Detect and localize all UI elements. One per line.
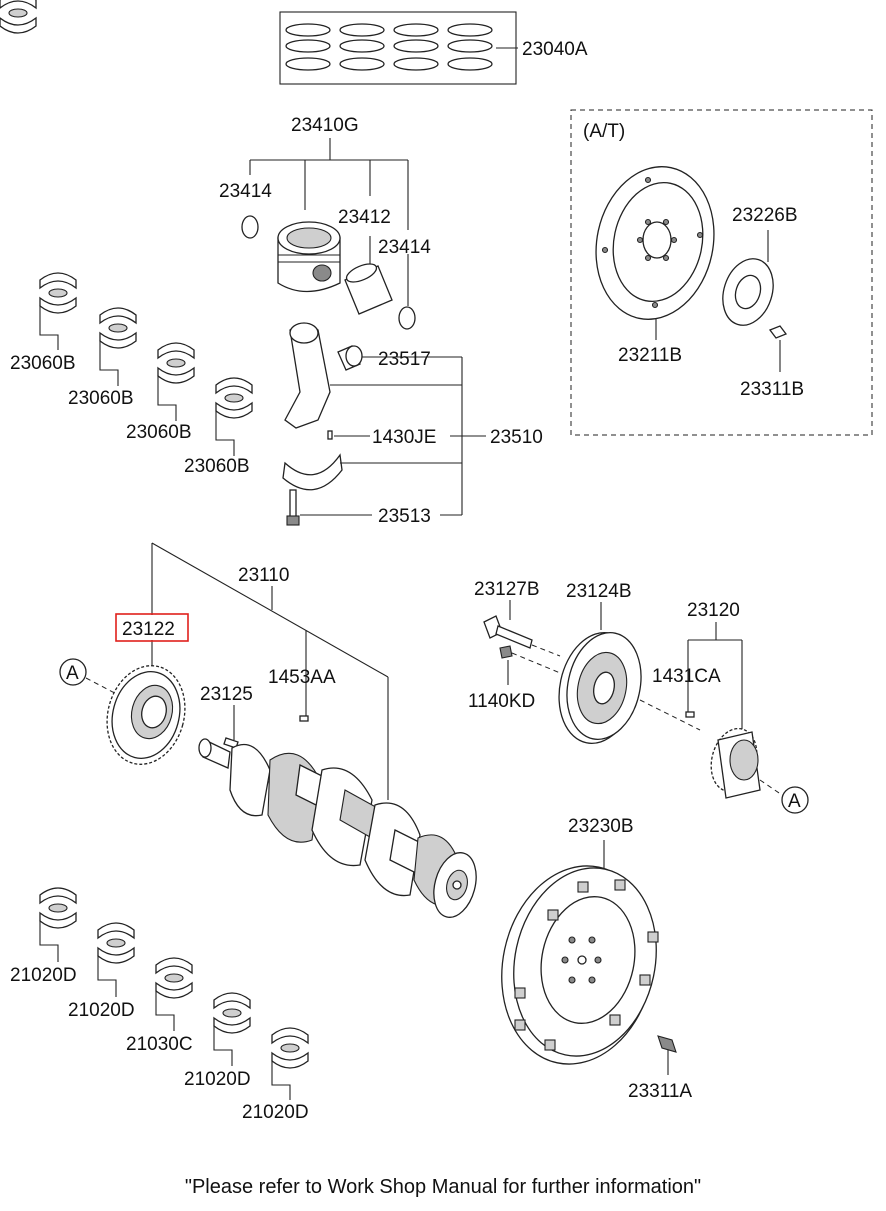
bearing-callouts-upper xyxy=(39,305,235,456)
label-23311B: 23311B xyxy=(740,379,804,400)
label-23127B: 23127B xyxy=(474,579,540,600)
at-flexplate-box xyxy=(570,109,873,436)
label-at: (A/T) xyxy=(583,121,625,142)
label-23311A: 23311A xyxy=(628,1081,692,1102)
crankshaft-sprocket xyxy=(106,665,186,765)
label-21020D-4: 21020D xyxy=(242,1102,309,1123)
label-21020D-3: 21020D xyxy=(184,1069,251,1090)
piston-ring-set xyxy=(279,11,518,85)
flywheel xyxy=(501,840,677,1075)
label-23060B-4: 23060B xyxy=(184,456,250,477)
label-23211B: 23211B xyxy=(618,345,682,366)
label-23513: 23513 xyxy=(378,506,431,527)
bearing-callouts-lower xyxy=(39,920,291,1100)
label-23120: 23120 xyxy=(687,600,740,621)
marker-a-right: A xyxy=(788,791,801,812)
label-23410G: 23410G xyxy=(291,115,359,136)
bearing-shell xyxy=(0,0,37,34)
crankshaft xyxy=(198,738,477,918)
marker-a-left: A xyxy=(66,663,79,684)
label-1140KD: 1140KD xyxy=(468,691,535,712)
label-23414-right: 23414 xyxy=(378,237,431,258)
piston-assembly xyxy=(241,138,416,330)
label-21020D-1: 21020D xyxy=(10,965,77,986)
label-23414-left: 23414 xyxy=(219,181,272,202)
label-23517: 23517 xyxy=(378,349,431,370)
label-23226B: 23226B xyxy=(732,205,798,226)
highlight-box-23122 xyxy=(115,613,189,642)
label-23060B-1: 23060B xyxy=(10,353,76,374)
label-1453AA: 1453AA xyxy=(268,667,336,688)
label-23412: 23412 xyxy=(338,207,391,228)
crankshaft-callouts xyxy=(151,542,389,800)
label-23040A: 23040A xyxy=(522,39,588,60)
connecting-rod-assembly xyxy=(282,322,486,526)
label-23060B-2: 23060B xyxy=(68,388,134,409)
label-21020D-2: 21020D xyxy=(68,1000,135,1021)
label-1431CA: 1431CA xyxy=(652,666,721,687)
label-23110: 23110 xyxy=(238,565,289,586)
damper-pulley-group xyxy=(483,600,809,814)
label-21030C: 21030C xyxy=(126,1034,193,1055)
label-23230B: 23230B xyxy=(568,816,634,837)
footer-note: "Please refer to Work Shop Manual for fu… xyxy=(184,1176,702,1198)
woodruff-key xyxy=(299,715,309,722)
label-23060B-3: 23060B xyxy=(126,422,192,443)
label-23122: 23122 xyxy=(122,619,175,640)
label-23125: 23125 xyxy=(200,684,253,705)
label-1430JE: 1430JE xyxy=(372,427,436,448)
label-23510: 23510 xyxy=(490,427,543,448)
label-23124B: 23124B xyxy=(566,581,632,602)
